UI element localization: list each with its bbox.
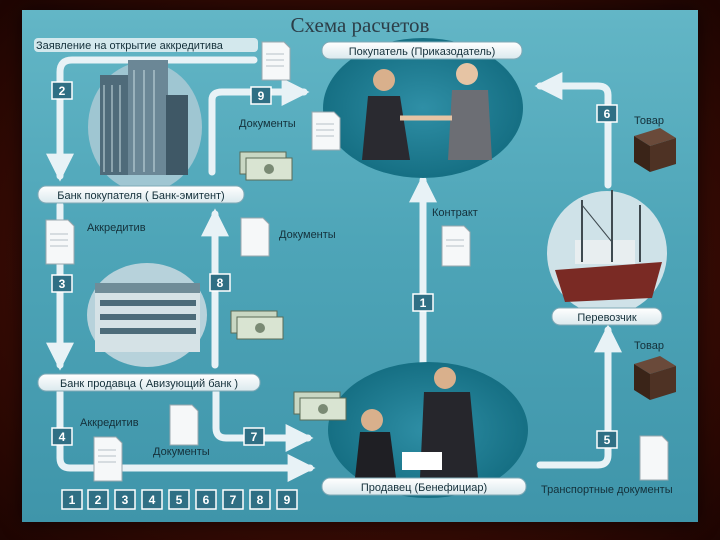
timeline: 1 2 3 4 5 6 7 8 9	[61, 489, 298, 510]
svg-text:2: 2	[95, 493, 102, 507]
timeline-step-4[interactable]: 4	[141, 489, 163, 510]
svg-text:6: 6	[203, 493, 210, 507]
buyer-handshake-image	[323, 38, 523, 178]
label-carrier: Перевозчик	[551, 307, 663, 326]
svg-text:4: 4	[149, 493, 156, 507]
money-icon	[230, 310, 284, 340]
step-badge-3[interactable]: 3	[51, 274, 73, 293]
caption-documents-mid: Документы	[279, 229, 336, 241]
caption-letter-of-credit-bottom: Аккредитив	[80, 417, 139, 429]
arrow-goods-to-buyer	[534, 72, 612, 189]
timeline-step-7[interactable]: 7	[222, 489, 244, 510]
svg-text:1: 1	[69, 493, 76, 507]
label-seller: Продавец (Бенефициар)	[321, 477, 527, 496]
step-badge-6[interactable]: 6	[596, 104, 618, 123]
diagram-title: Схема расчетов	[291, 13, 430, 37]
seller-bank-building-image	[87, 263, 207, 367]
caption-goods-top: Товар	[634, 115, 664, 127]
caption-documents-top: Документы	[239, 118, 296, 130]
svg-text:Банк покупателя ( Банк-эмитент: Банк покупателя ( Банк-эмитент)	[57, 190, 224, 202]
svg-text:5: 5	[604, 433, 611, 447]
svg-text:4: 4	[59, 430, 66, 444]
document-icon	[240, 217, 270, 257]
step-badge-5[interactable]: 5	[596, 430, 618, 449]
svg-text:8: 8	[217, 276, 224, 290]
label-buyer: Покупатель (Приказодатель)	[321, 41, 523, 60]
step-badge-9[interactable]: 9	[250, 86, 272, 105]
document-icon	[169, 404, 199, 446]
caption-letter-of-credit-left: Аккредитив	[87, 222, 146, 234]
caption-goods-bottom: Товар	[634, 340, 664, 352]
timeline-step-3[interactable]: 3	[114, 489, 136, 510]
svg-text:8: 8	[257, 493, 264, 507]
arrow-documents-to-buyer	[208, 78, 310, 176]
timeline-step-5[interactable]: 5	[168, 489, 190, 510]
svg-text:5: 5	[176, 493, 183, 507]
document-icon	[45, 219, 75, 265]
money-icon	[293, 391, 347, 421]
document-icon	[93, 436, 123, 482]
label-contract: Контракт	[432, 207, 478, 219]
svg-text:6: 6	[604, 107, 611, 121]
label-seller-bank: Банк продавца ( Авизующий банк )	[37, 373, 261, 392]
svg-text:Покупатель (Приказодатель): Покупатель (Приказодатель)	[349, 46, 496, 58]
step-badge-4[interactable]: 4	[51, 427, 73, 446]
svg-text:3: 3	[122, 493, 129, 507]
label-transport-docs: Транспортные документы	[541, 484, 673, 496]
timeline-step-2[interactable]: 2	[87, 489, 109, 510]
settlement-diagram: Схема расчетов	[34, 13, 676, 510]
svg-text:9: 9	[284, 493, 291, 507]
money-icons	[230, 151, 347, 421]
cargo-box-icon	[634, 128, 676, 172]
timeline-step-8[interactable]: 8	[249, 489, 271, 510]
svg-text:Перевозчик: Перевозчик	[577, 312, 637, 324]
svg-text:1: 1	[420, 296, 427, 310]
money-icon	[239, 151, 293, 181]
carrier-ship-image	[547, 190, 667, 315]
timeline-step-6[interactable]: 6	[195, 489, 217, 510]
svg-text:Банк продавца ( Авизующий банк: Банк продавца ( Авизующий банк )	[60, 378, 238, 390]
svg-text:9: 9	[258, 89, 265, 103]
step-badge-8[interactable]: 8	[209, 273, 231, 292]
arrow-seller-bank-to-seller	[212, 388, 314, 452]
cargo-box-icon	[634, 356, 676, 400]
document-icon	[261, 41, 291, 81]
arrow-loc-to-seller	[56, 388, 316, 482]
svg-text:2: 2	[59, 84, 66, 98]
document-icon	[311, 111, 341, 151]
svg-text:Продавец (Бенефициар): Продавец (Бенефициар)	[361, 482, 487, 494]
timeline-step-9[interactable]: 9	[276, 489, 298, 510]
step-badge-2[interactable]: 2	[51, 81, 73, 100]
document-icon	[639, 435, 669, 481]
arrow-goods-to-carrier	[536, 324, 622, 469]
buyer-bank-building-image	[88, 60, 202, 192]
arrow-application	[46, 56, 258, 182]
timeline-step-1[interactable]: 1	[61, 489, 83, 510]
svg-text:Заявление на открытие аккредит: Заявление на открытие аккредитива	[36, 40, 224, 52]
caption-documents-bottom: Документы	[153, 446, 210, 458]
seller-meeting-image	[328, 362, 528, 498]
label-application: Заявление на открытие аккредитива	[34, 38, 258, 52]
label-buyer-bank: Банк покупателя ( Банк-эмитент)	[37, 185, 245, 204]
svg-text:7: 7	[251, 430, 258, 444]
step-badge-1[interactable]: 1	[412, 293, 434, 312]
svg-text:3: 3	[59, 277, 66, 291]
svg-text:7: 7	[230, 493, 237, 507]
slide: Схема расчетов	[22, 10, 698, 522]
step-badge-7[interactable]: 7	[243, 427, 265, 446]
